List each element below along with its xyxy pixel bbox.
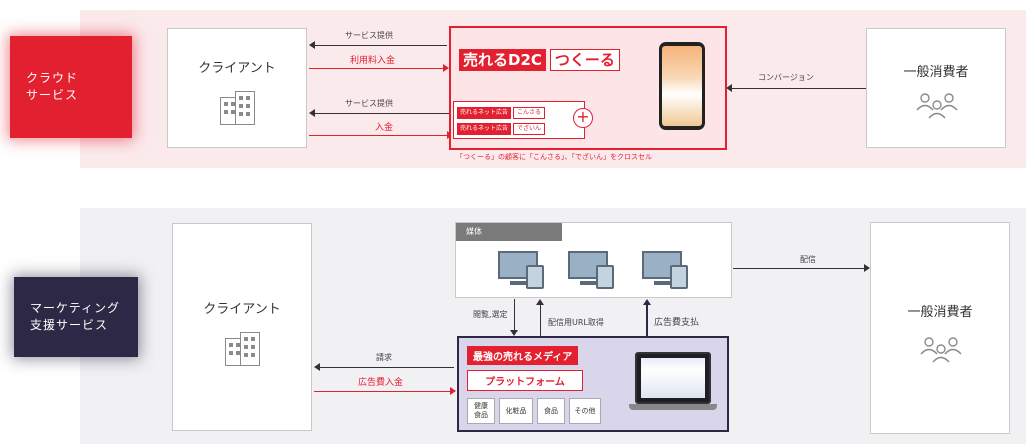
sub-service-consult: 売れるネット広告 こんさる xyxy=(457,107,546,119)
arrow-label-invoice: 請求 xyxy=(376,353,392,362)
media-tab-label: 媒体 xyxy=(456,223,562,241)
arrow-service2-line xyxy=(313,113,451,114)
arrow-label-adpay: 広告費支払 xyxy=(654,318,700,328)
smartphone-icon xyxy=(659,42,705,130)
building-icon xyxy=(220,91,256,125)
best-media-title: 最強の売れるメディア xyxy=(467,346,579,365)
best-media-platform-box: 最強の売れるメディア プラットフォーム 健康 食品 化粧品 食品 その他 xyxy=(457,336,729,432)
arrow-head-left-icon xyxy=(314,363,320,371)
platform-label: プラットフォーム xyxy=(467,370,583,391)
arrow-label-adfee: 広告費入金 xyxy=(358,378,404,388)
arrow-adfee-line xyxy=(314,391,450,392)
d2c-title-main: 売れるD2C xyxy=(459,49,546,71)
arrow-delivery-line xyxy=(733,268,864,269)
marketing-consumer-title: 一般消費者 xyxy=(907,305,973,320)
arrow-label-fee: 利用料入金 xyxy=(350,56,396,66)
cloud-label-line1: クラウド xyxy=(26,71,79,85)
building-icon xyxy=(225,332,261,366)
marketing-client-node: クライアント xyxy=(172,223,312,431)
arrow-label-service2: サービス提供 xyxy=(345,99,393,108)
sub-service-design: 売れるネット広告 でざいん xyxy=(457,123,546,135)
arrow-service1-line xyxy=(313,45,447,46)
plus-icon: + xyxy=(573,108,593,128)
arrow-head-up-icon xyxy=(536,299,544,305)
sub1-label: 売れるネット広告 xyxy=(457,107,512,119)
arrow-head-right-icon xyxy=(450,387,456,395)
d2c-tsukuru-box: 売れるD2C つくーる xyxy=(449,26,727,150)
cloud-consumer-node: 一般消費者 xyxy=(866,28,1006,148)
sub2-tag: でざいん xyxy=(513,123,546,135)
arrow-adpay-line xyxy=(646,305,648,336)
media-box: 媒体 xyxy=(455,222,732,298)
arrow-label-deposit: 入金 xyxy=(375,123,394,133)
arrow-url-line xyxy=(540,305,541,336)
people-icon xyxy=(915,91,959,121)
arrow-head-left-icon xyxy=(309,109,315,117)
device-icon xyxy=(498,251,548,291)
arrow-label-url: 配信用URL取得 xyxy=(548,318,604,327)
arrow-deposit-line xyxy=(309,135,447,136)
category-cosmetics: 化粧品 xyxy=(499,398,533,424)
arrow-label-delivery: 配信 xyxy=(800,255,816,264)
arrow-head-right-icon xyxy=(443,64,449,72)
d2c-title: 売れるD2C つくーる xyxy=(459,49,620,71)
arrow-head-right-icon xyxy=(864,264,870,272)
sub1-tag: こんさる xyxy=(513,107,546,119)
crosssell-note: 「つくーる」の顧客に「こんさる」、「でざいん」をクロスセル xyxy=(456,153,652,161)
marketing-consumer-node: 一般消費者 xyxy=(870,222,1010,434)
arrow-view-line xyxy=(514,299,515,330)
arrow-head-down-icon xyxy=(510,330,518,336)
sub-services-box: 売れるネット広告 こんさる 売れるネット広告 でざいん xyxy=(453,101,585,139)
sub2-label: 売れるネット広告 xyxy=(457,123,512,135)
arrow-label-view: 閲覧,選定 xyxy=(473,310,508,319)
category-health-food: 健康 食品 xyxy=(467,398,495,424)
arrow-conversion-line xyxy=(730,88,866,89)
cloud-label-line2: サービス xyxy=(26,88,79,102)
cloud-consumer-title: 一般消費者 xyxy=(903,65,969,80)
cloud-client-title: クライアント xyxy=(198,61,276,76)
arrow-head-left-icon xyxy=(309,41,315,49)
d2c-title-sub: つくーる xyxy=(549,49,620,71)
arrow-head-up-icon xyxy=(643,299,651,305)
arrow-head-left-icon xyxy=(726,84,732,92)
device-icon xyxy=(568,251,618,291)
marketing-label-line2: 支援サービス xyxy=(30,318,109,332)
marketing-service-label: マーケティング 支援サービス xyxy=(14,277,138,357)
marketing-client-title: クライアント xyxy=(203,302,281,317)
category-other: その他 xyxy=(569,398,601,424)
arrow-fee-line xyxy=(309,68,443,69)
arrow-invoice-line xyxy=(318,367,454,368)
arrow-label-conversion: コンバージョン xyxy=(758,73,814,82)
device-icon xyxy=(642,251,692,291)
cloud-client-node: クライアント xyxy=(167,28,307,148)
cloud-service-label: クラウド サービス xyxy=(10,36,132,138)
category-food: 食品 xyxy=(537,398,565,424)
arrow-label-service1: サービス提供 xyxy=(345,31,393,40)
laptop-icon xyxy=(629,352,717,420)
people-icon xyxy=(919,335,963,365)
marketing-label-line1: マーケティング xyxy=(30,301,121,315)
